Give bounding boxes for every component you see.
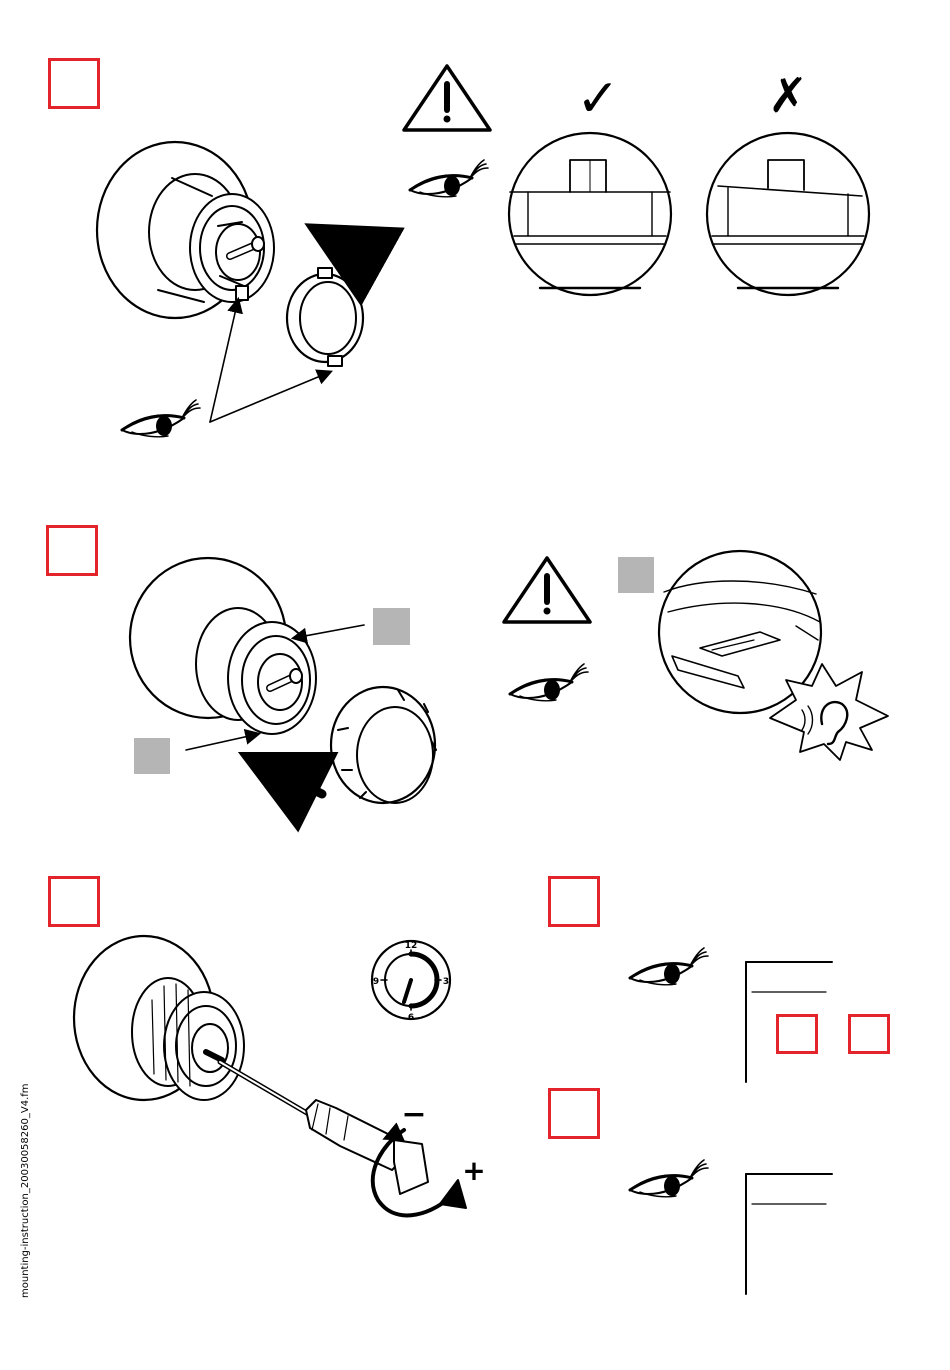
dial-label-3: 3: [443, 977, 449, 987]
table-outline-step4: [746, 962, 832, 1082]
eye-icon: [630, 1160, 708, 1197]
eye-icon: [510, 664, 588, 701]
plus-symbol: +: [462, 1154, 485, 1187]
minus-symbol: −: [401, 1097, 426, 1132]
dial-label-9: 9: [373, 977, 379, 987]
detail-wrong: [707, 133, 869, 295]
step2-valve-illustration: [130, 558, 436, 803]
document-filename: mounting-instruction_20030058260_V4.fm: [20, 1083, 31, 1298]
adjustment-dial: [372, 941, 450, 1019]
dial-label-12: 12: [405, 941, 418, 951]
dial-label-6: 6: [408, 1013, 414, 1023]
eye-icon: [630, 948, 708, 985]
eye-icon: [410, 160, 488, 197]
eye-icon: [122, 400, 200, 437]
table-outline-step5: [746, 1174, 832, 1294]
detail-correct: [509, 133, 671, 295]
check-icon: ✓: [576, 69, 620, 129]
warning-icon: [504, 558, 590, 622]
warning-icon: [404, 66, 490, 130]
step1-valve-illustration: [97, 142, 374, 422]
cross-icon: ✗: [768, 68, 808, 124]
